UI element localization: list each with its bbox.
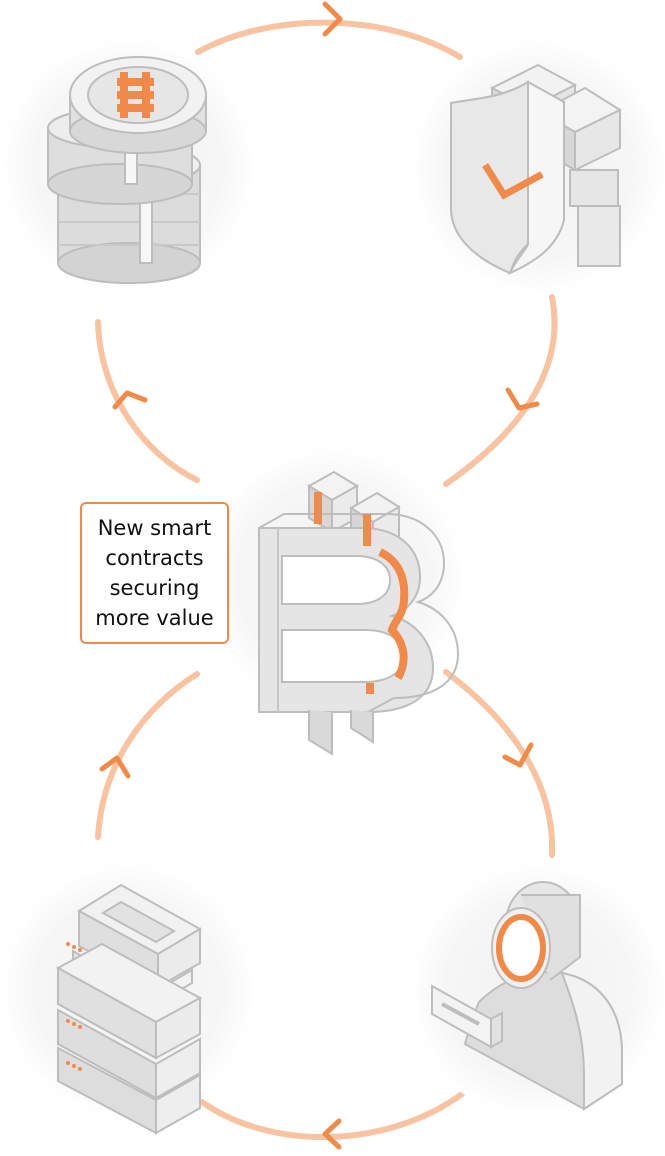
bottom-arrow-icon (322, 1118, 342, 1150)
right-upper-arrow-icon (505, 387, 540, 411)
top-arrow-icon (322, 1, 343, 37)
right-lower-arrow-icon (502, 742, 534, 768)
bitcoin-coin-stack-icon (47, 56, 207, 284)
server-stack-icon (55, 883, 203, 1135)
left-lower-arrow-icon (99, 755, 131, 779)
left-upper-arrow-icon (112, 390, 148, 410)
bitcoin-3d-symbol-icon (258, 470, 460, 756)
right-upper-connector (443, 294, 558, 487)
value-callout: New smart contracts securing more value (80, 502, 229, 644)
top-connector (195, 19, 463, 60)
cycle-arrowheads (99, 1, 540, 1150)
security-shield-blocks-icon (450, 63, 623, 276)
left-lower-connector (95, 671, 200, 840)
right-lower-connector (443, 669, 556, 858)
user-profile-card-icon (431, 881, 623, 1111)
left-upper-connector (95, 319, 200, 483)
